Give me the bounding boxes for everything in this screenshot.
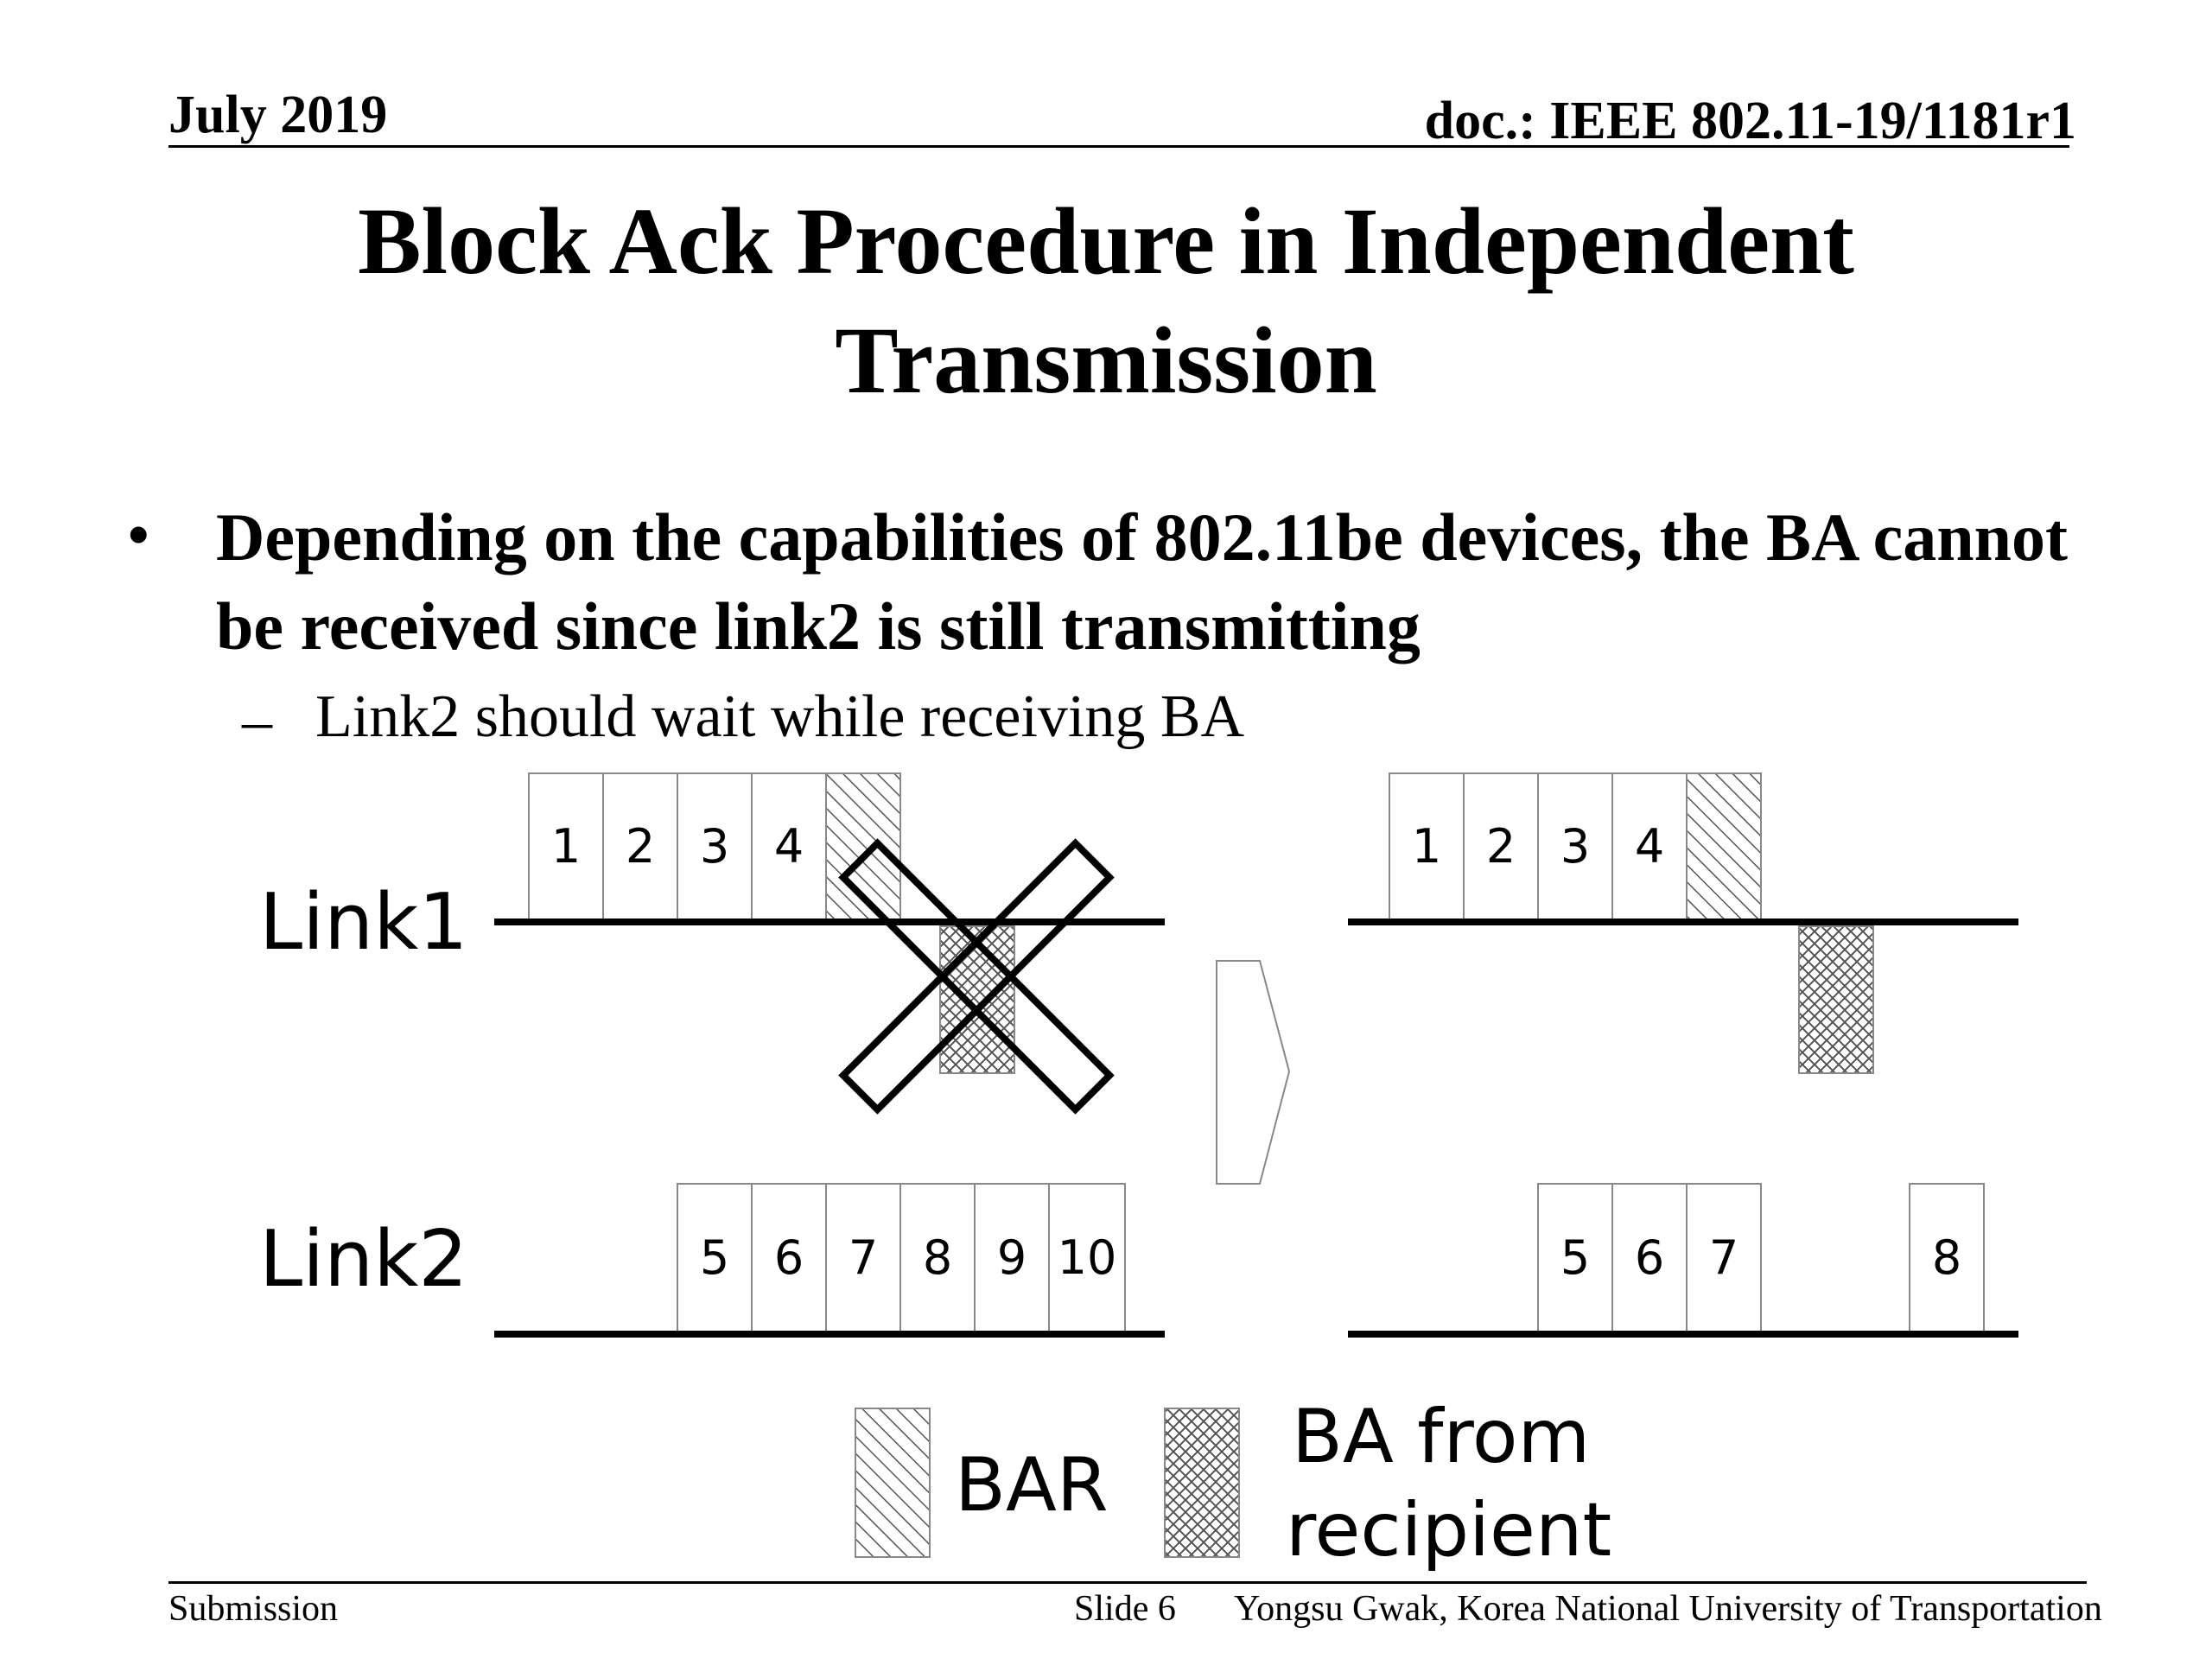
right-bar-frame xyxy=(1686,772,1762,923)
left-link1-frame xyxy=(751,772,827,923)
footer-rule xyxy=(168,1581,2087,1584)
link2-label: Link2 xyxy=(259,1214,468,1305)
bullet-marker: • xyxy=(128,502,149,569)
left-link2-frame xyxy=(899,1183,976,1335)
footer-slide-number: Slide 6 xyxy=(1074,1589,1176,1629)
bullet-text: Depending on the capabilities of 802.11b… xyxy=(216,499,2068,664)
legend-ba-label-line1: BA from xyxy=(1292,1394,1590,1480)
legend-ba-swatch xyxy=(1164,1408,1240,1558)
legend-bar-swatch xyxy=(855,1408,931,1558)
left-link2-frame-label: 8 xyxy=(923,1230,952,1285)
left-link1-frame xyxy=(602,772,678,923)
legend-ba-label-line2: recipient xyxy=(1286,1487,1611,1573)
header-doc-id: doc.: IEEE 802.11-19/1181r1 xyxy=(1424,92,2076,150)
right-link2-frame xyxy=(1611,1183,1688,1335)
right-link2-frame-label: 8 xyxy=(1932,1230,1961,1285)
left-link1-frame xyxy=(677,772,753,923)
slide-title-line-2: Transmission xyxy=(835,308,1377,413)
left-ba-frame xyxy=(939,925,1015,1074)
transition-arrow-icon xyxy=(1216,960,1291,1185)
right-link2-frame-label: 5 xyxy=(1560,1230,1590,1285)
right-link1-frame-label: 3 xyxy=(1560,819,1590,874)
header-rule xyxy=(168,145,2069,148)
right-link1-frame-label: 1 xyxy=(1412,819,1441,874)
sub-bullet-text: Link2 should wait while receiving BA xyxy=(315,683,1245,750)
link1-label: Link1 xyxy=(259,877,468,968)
footer-submission: Submission xyxy=(168,1589,339,1629)
left-link2-frame xyxy=(1048,1183,1126,1335)
left-link2-frame xyxy=(974,1183,1050,1335)
left-link2-frames xyxy=(677,1183,1126,1335)
left-link1-frame-label: 2 xyxy=(626,819,655,874)
left-link1-frame-label: 1 xyxy=(551,819,581,874)
right-link2-frame-label: 6 xyxy=(1635,1230,1664,1285)
left-link2-frame-label: 7 xyxy=(849,1230,878,1285)
right-link2-frame-label: 7 xyxy=(1709,1230,1738,1285)
left-link1-frames xyxy=(528,772,827,923)
right-link1-frame-label: 2 xyxy=(1486,819,1516,874)
left-link2-frame-label: 10 xyxy=(1058,1230,1117,1285)
legend-bar-label: BAR xyxy=(955,1442,1109,1529)
right-link2-frames xyxy=(1537,1183,1985,1335)
right-link1-frame xyxy=(1611,772,1688,923)
right-link1-frames xyxy=(1389,772,1688,923)
slide-title: Block Ack Procedure in Independent Trans… xyxy=(0,181,2212,420)
left-link1-frame xyxy=(528,772,604,923)
sub-bullet-marker: – xyxy=(242,688,272,754)
left-link2-frame-label: 6 xyxy=(774,1230,804,1285)
slide-title-line-1: Block Ack Procedure in Independent xyxy=(358,188,1854,294)
left-link1-frame-label: 3 xyxy=(700,819,729,874)
header-date: July 2019 xyxy=(168,86,388,144)
left-link1-frame-label: 4 xyxy=(774,819,804,874)
right-link1-frame-label: 4 xyxy=(1635,819,1664,874)
left-link2-frame xyxy=(751,1183,827,1335)
left-link2-frame-label: 9 xyxy=(997,1230,1027,1285)
right-link1-frame xyxy=(1389,772,1465,923)
blocked-x-icon xyxy=(838,838,1115,1115)
left-link2-frame-label: 5 xyxy=(700,1230,729,1285)
right-ba-frame xyxy=(1798,925,1874,1074)
footer-author: Yongsu Gwak, Korea National University o… xyxy=(1234,1589,2102,1629)
